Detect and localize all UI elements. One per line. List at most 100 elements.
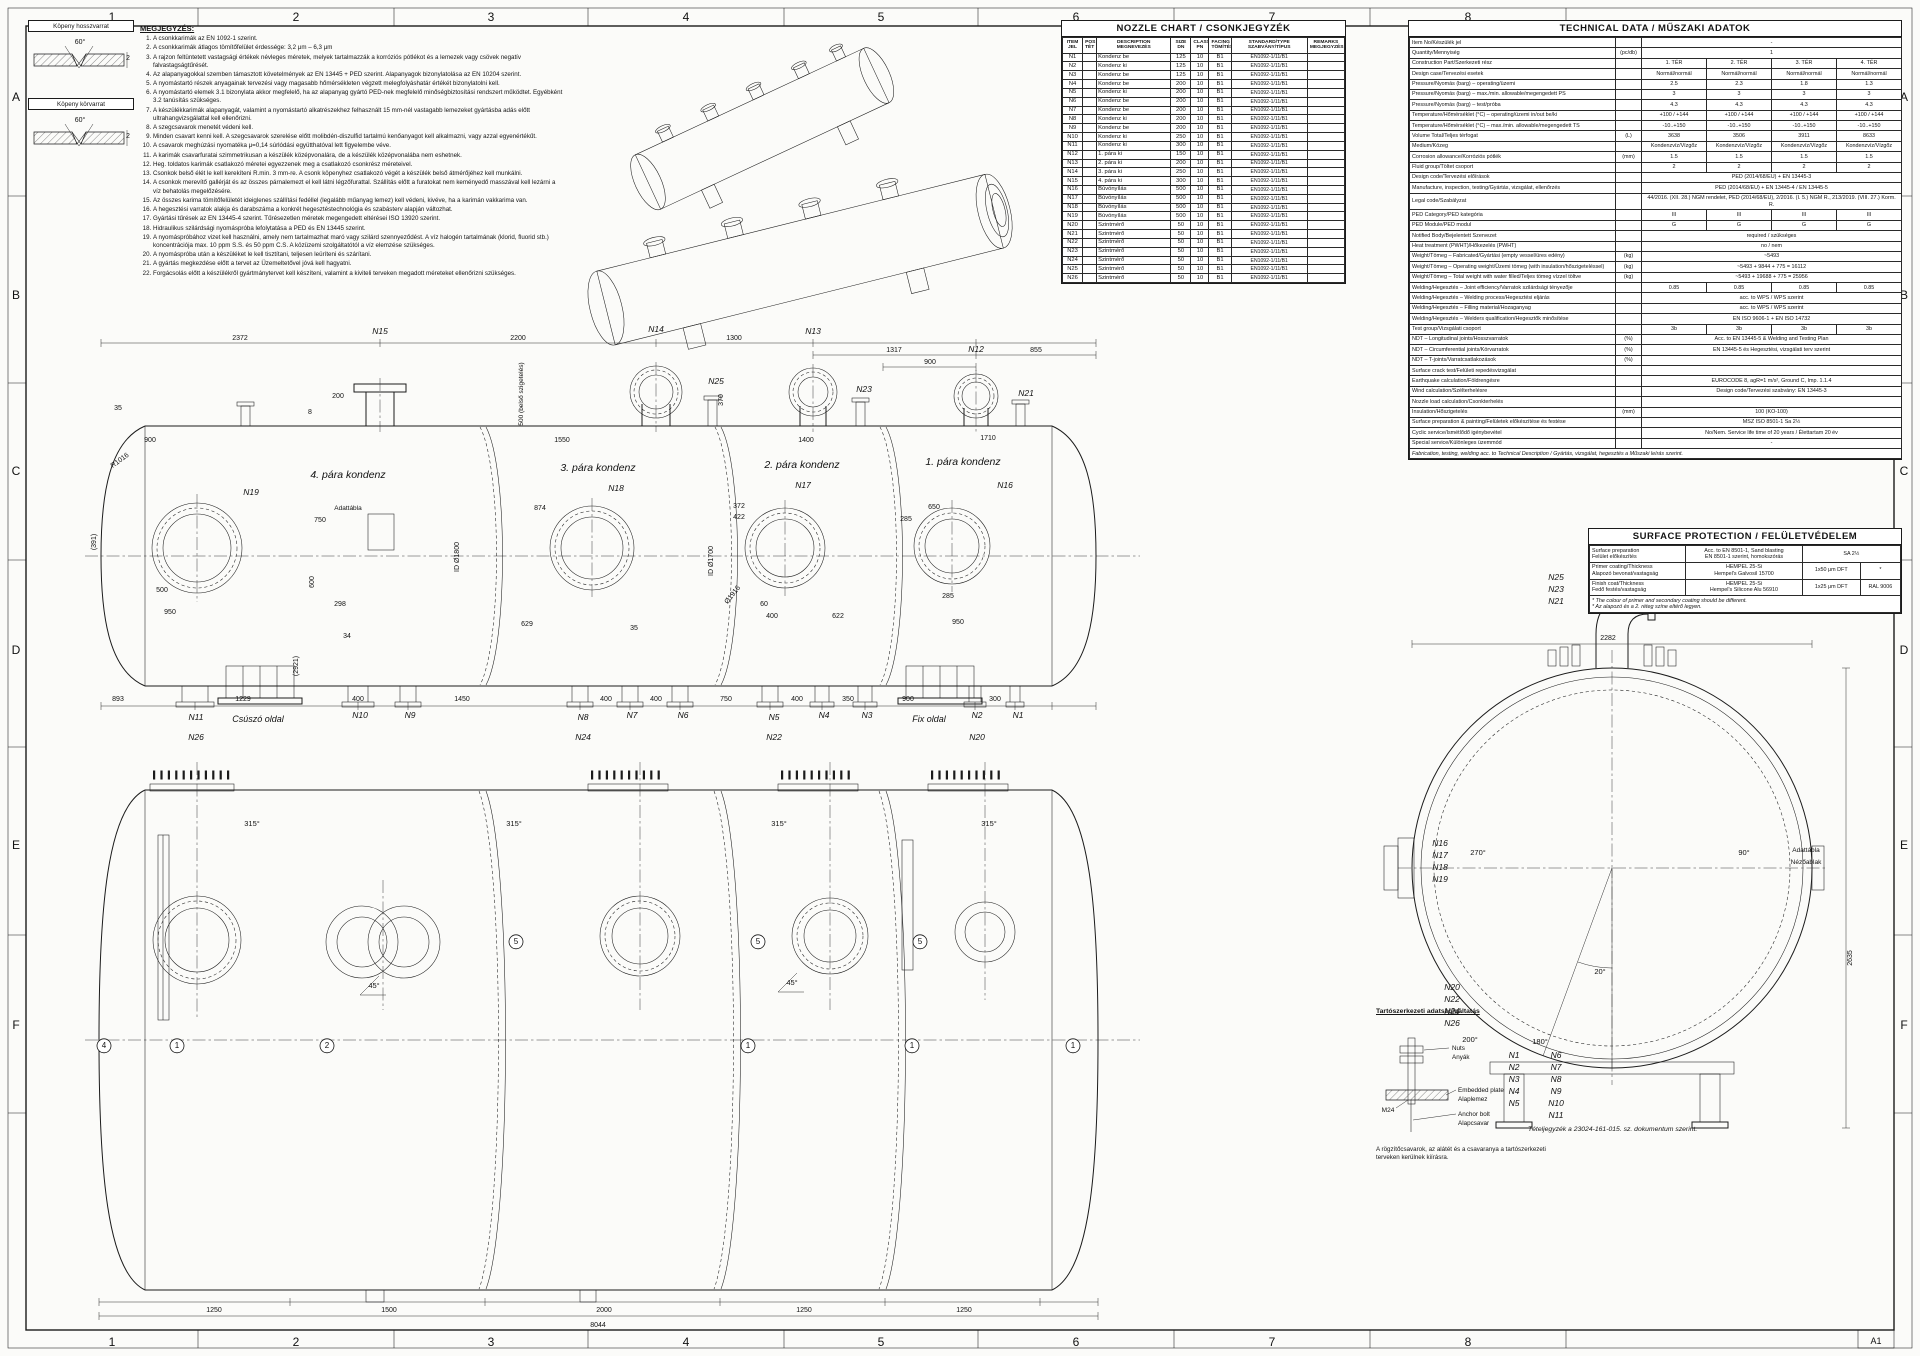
drawing-label: 900 (144, 437, 156, 444)
drawing-label: 7 (1269, 10, 1276, 24)
drawing-label: 2282 (1600, 635, 1616, 642)
drawing-label: 422 (733, 514, 745, 521)
drawing-label: 90° (1738, 848, 1749, 857)
technical-data-table: Item No/Készülék jel-Quantity/Mennyiség(… (1408, 36, 1903, 460)
note-item: A csonkkarimák az EN 1092-1 szerint. (153, 35, 564, 43)
drawing-label: 400 (791, 696, 803, 703)
note-item: Forgácsolás előtt a készülékről gyártmán… (153, 270, 564, 278)
drawing-label: 5 (878, 10, 885, 24)
table-row: * The colour of primer and secondary coa… (1589, 595, 1901, 613)
drawing-label: N4 (1509, 1086, 1520, 1096)
drawing-label: 8044 (590, 1322, 606, 1329)
drawing-label: 34 (343, 633, 351, 640)
drawing-label: 2 (126, 55, 130, 62)
item-balloon (912, 934, 928, 950)
drawing-label: N3 (1509, 1074, 1520, 1084)
drawing-label: Nézőablak (1791, 859, 1822, 866)
drawing-label: Alaplemez (1458, 1096, 1487, 1103)
drawing-label: N4 (819, 710, 830, 720)
drawing-label: 1710 (980, 435, 996, 442)
parts-list-note: Tételjegyzék a 23024-161-015. sz. dokume… (1528, 1126, 1698, 1133)
drawing-label: 6 (1073, 10, 1080, 24)
drawing-label: 3 (488, 1335, 495, 1349)
drawing-label: N16 (997, 480, 1013, 490)
drawing-label: 370 (718, 394, 725, 406)
weld-detail-circ-seam (33, 123, 128, 147)
note-item: Minden csavart kenni kell. A szegcsavaro… (153, 133, 564, 141)
drawing-label: 35 (114, 405, 122, 412)
weld-detail-long-seam (33, 45, 128, 69)
main-side-view (85, 339, 1140, 710)
anchor-bolt-note: A rögzítőcsavarok, az alátét és a csavar… (1376, 1146, 1546, 1162)
drawing-label: 60° (75, 38, 86, 46)
note-item: A csonkkarimák átlagos tömítőfelület érd… (153, 44, 564, 52)
item-balloon (319, 1038, 335, 1054)
nozzle-chart-title: NOZZLE CHART / CSONKJEGYZÉK (1062, 21, 1345, 37)
drawing-label: Adattábla (334, 505, 362, 512)
table-row: Insulation/Hőszigetelés(mm)100 (KO-100) (1409, 406, 1903, 418)
drawing-label: F (12, 1018, 19, 1032)
internal-partitions (479, 426, 903, 686)
drawing-label: 1550 (554, 437, 570, 444)
drawing-label: 2635 (1847, 950, 1854, 966)
table-row: Nozzle load calculation/Csonkterhelés (1409, 396, 1903, 408)
end-view (1383, 587, 1850, 1129)
end-view-labels: 2282N150°N25N23N21N14N13N12N16N17N18N192… (1432, 541, 1854, 1120)
drawing-label: 2000 (596, 1307, 612, 1314)
drawing-label: N13 (805, 326, 821, 336)
note-item: A nyomáspróba után a készüléket le kell … (153, 251, 564, 259)
drawing-label: 1250 (206, 1307, 222, 1314)
drawing-label: A (1900, 90, 1908, 104)
drawing-label: 855 (1030, 347, 1042, 354)
note-item: A hegesztési varratok alakja és darabszá… (153, 206, 564, 214)
drawing-label: N6 (1551, 1050, 1562, 1060)
surface-protection-panel: SURFACE PROTECTION / FELÜLETVÉDELEM Surf… (1588, 528, 1902, 614)
table-row: Welding/Hegesztés – Joint efficiency/Var… (1409, 281, 1903, 294)
drawing-label: 400 (600, 696, 612, 703)
table-row: Item No/Készülék jel- (1409, 36, 1903, 49)
drawing-label: N8 (1551, 1074, 1562, 1084)
drawing-label: 400 (766, 613, 778, 620)
drawing-label: 315° (244, 819, 260, 828)
drawing-label: 1300 (726, 335, 742, 342)
note-item: Heg. toldatos karimák csatlakozó méretei… (153, 161, 564, 169)
drawing-label: 285 (900, 516, 912, 523)
drawing-label: N21 (1548, 596, 1564, 606)
drawing-label: N20 (1444, 982, 1460, 992)
drawing-label: N5 (769, 712, 780, 722)
drawing-label: 200° (1462, 1035, 1478, 1044)
drawing-label: 1 (109, 1335, 116, 1349)
drawing-label: Adattábla (1792, 847, 1820, 854)
drawing-label: 315° (771, 819, 787, 828)
drawing-label: N22 (1444, 994, 1460, 1004)
drawing-label: 1250 (796, 1307, 812, 1314)
drawing-label: N22 (766, 732, 782, 742)
drawing-label: C (12, 464, 21, 478)
iso-view-large (587, 173, 1013, 350)
weld-long-seam-title: Köpeny hosszvarrat (28, 20, 134, 32)
drawing-label: 200 (332, 393, 344, 400)
drawing-label: N19 (243, 487, 259, 497)
drawing-label: E (1900, 838, 1908, 852)
drawing-label: N8 (578, 712, 589, 722)
table-row: Weight/Tömeg – Operating weight/Üzemi tö… (1409, 261, 1903, 273)
item-balloon (96, 1038, 112, 1054)
drawing-label: N5 (1509, 1098, 1520, 1108)
table-row: Heat treatment (PWHT)/Hőkezelés (PWHT)no… (1409, 240, 1903, 252)
